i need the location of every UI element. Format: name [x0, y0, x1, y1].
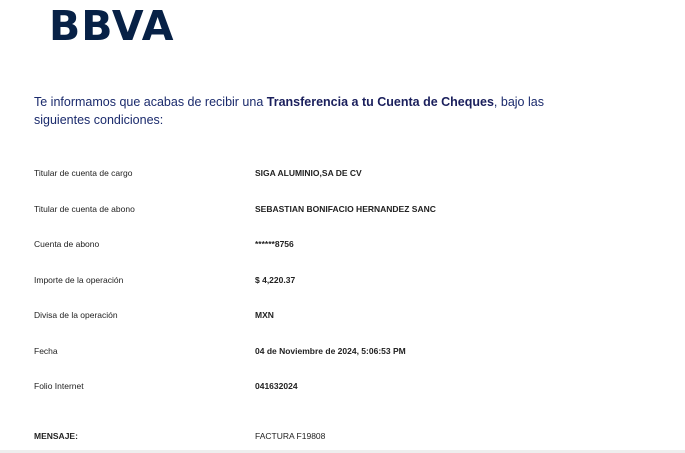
row-value: 041632024: [255, 381, 298, 391]
row-value: SEBASTIAN BONIFACIO HERNANDEZ SANC: [255, 204, 436, 214]
detail-row: Folio Internet 041632024: [34, 381, 634, 395]
detail-row: Fecha 04 de Noviembre de 2024, 5:06:53 PM: [34, 346, 634, 360]
row-label: Cuenta de abono: [34, 239, 100, 249]
row-value: SIGA ALUMINIO,SA DE CV: [255, 168, 362, 178]
intro-after: , bajo las siguientes condiciones:: [34, 95, 544, 127]
message-label: MENSAJE:: [34, 431, 78, 441]
detail-row: Cuenta de abono ******8756: [34, 239, 634, 253]
detail-row: Titular de cuenta de cargo SIGA ALUMINIO,…: [34, 168, 634, 182]
row-label: Folio Internet: [34, 381, 84, 391]
row-value: MXN: [255, 310, 274, 320]
message-row: MENSAJE: FACTURA F19808: [34, 431, 634, 445]
row-label: Titular de cuenta de cargo: [34, 168, 133, 178]
row-label: Divisa de la operación: [34, 310, 118, 320]
row-value: 04 de Noviembre de 2024, 5:06:53 PM: [255, 346, 406, 356]
row-label: Fecha: [34, 346, 58, 356]
intro-bold: Transferencia a tu Cuenta de Cheques: [266, 95, 494, 109]
detail-row: Titular de cuenta de abono SEBASTIAN BONI…: [34, 204, 634, 218]
detail-row: Divisa de la operación MXN: [34, 310, 634, 324]
message-value: FACTURA F19808: [255, 431, 326, 441]
row-value: $ 4,220.37: [255, 275, 296, 285]
intro-text: Te informamos que acabas de recibir una …: [34, 93, 554, 129]
bbva-logo: BBVA: [49, 2, 175, 50]
row-value: ******8756: [255, 239, 294, 249]
bottom-divider: [0, 450, 685, 453]
row-label: Importe de la operación: [34, 275, 124, 285]
intro-before: Te informamos que acabas de recibir una: [34, 95, 267, 109]
detail-row: Importe de la operación $ 4,220.37: [34, 275, 634, 289]
row-label: Titular de cuenta de abono: [34, 204, 135, 214]
